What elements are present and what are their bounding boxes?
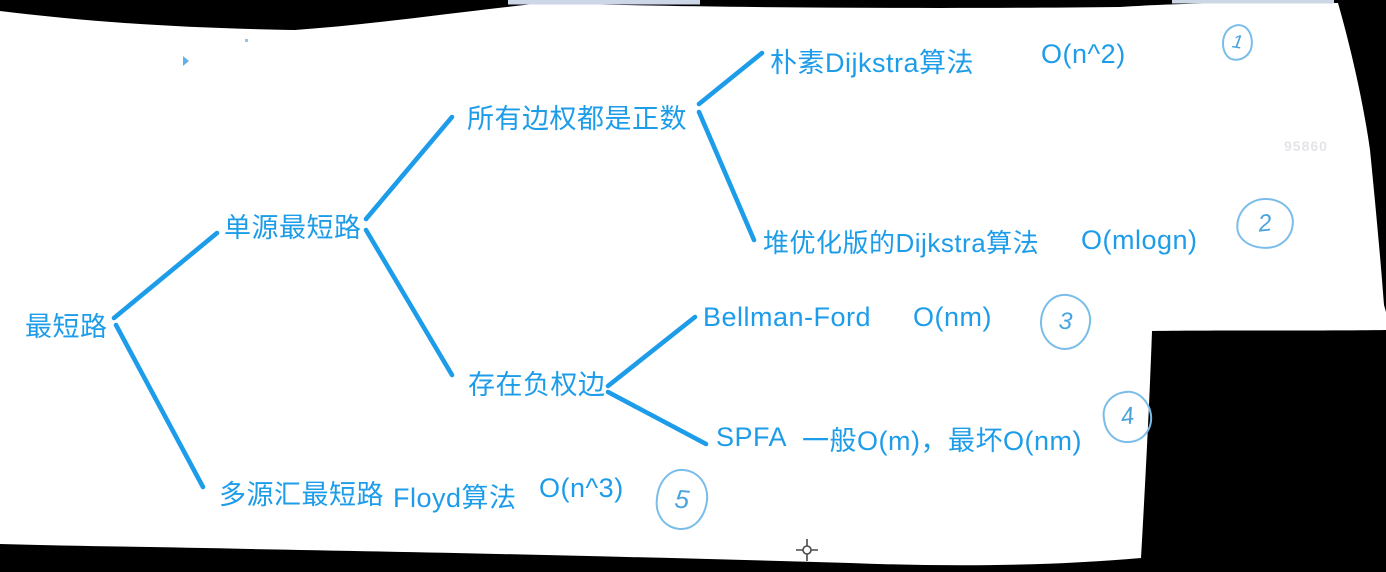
node-negative-weights: 存在负权边 bbox=[468, 370, 606, 400]
edge-negative-to-bellman-ford bbox=[605, 314, 698, 389]
node-positive-weights: 所有边权都是正数 bbox=[467, 104, 687, 134]
node-multi-source: 多源汇最短路 bbox=[219, 480, 384, 510]
window-strip-right bbox=[1172, 0, 1334, 4]
annotation-digit-1: 1 bbox=[1230, 30, 1245, 54]
node-naive-dijkstra: 朴素Dijkstra算法 bbox=[770, 48, 975, 78]
node-heap-dijkstra: 堆优化版的Dijkstra算法 bbox=[763, 228, 1040, 258]
edge-single-source-to-positive bbox=[363, 114, 455, 222]
annotation-digit-5: 5 bbox=[673, 483, 691, 515]
watermark: 95860 bbox=[1284, 138, 1328, 154]
edge-root-to-single-source bbox=[111, 230, 220, 321]
annotation-digit-2: 2 bbox=[1256, 208, 1273, 238]
edge-positive-to-naive-dijkstra bbox=[696, 50, 765, 107]
complexity-spfa: 一般O(m)，最坏O(nm) bbox=[802, 426, 1082, 456]
edge-positive-to-heap-dijkstra bbox=[696, 109, 757, 243]
edge-single-source-to-negative bbox=[363, 227, 455, 378]
edge-negative-to-spfa bbox=[605, 389, 709, 447]
edge-root-to-multi-source bbox=[113, 322, 206, 490]
node-bellman-ford: Bellman-Ford bbox=[703, 302, 872, 332]
complexity-floyd: O(n^3) bbox=[539, 473, 624, 503]
ink-speck-arrow bbox=[183, 56, 189, 66]
node-root: 最短路 bbox=[25, 312, 108, 342]
node-single-source: 单源最短路 bbox=[224, 213, 362, 243]
window-strip-left bbox=[508, 0, 700, 5]
annotation-digit-4: 4 bbox=[1118, 402, 1136, 431]
algorithm-floyd: Floyd算法 bbox=[393, 483, 517, 513]
annotation-digit-3: 3 bbox=[1057, 307, 1074, 336]
crosshair-cursor bbox=[796, 539, 818, 561]
complexity-bellman-ford: O(nm) bbox=[913, 302, 992, 332]
complexity-naive-dijkstra: O(n^2) bbox=[1041, 39, 1126, 69]
node-spfa: SPFA bbox=[716, 422, 788, 452]
complexity-heap-dijkstra: O(mlogn) bbox=[1081, 225, 1198, 255]
ink-speck-dot bbox=[245, 39, 248, 42]
